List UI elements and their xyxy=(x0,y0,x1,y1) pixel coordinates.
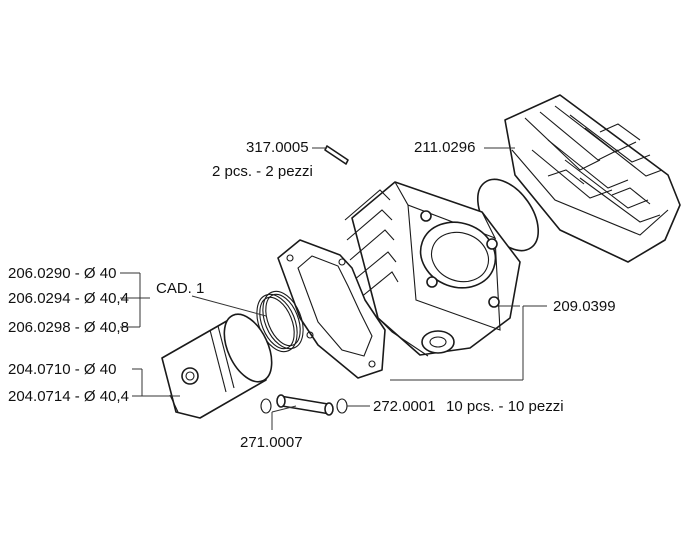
rings-206-code-3: 206.0298 - Ø 40,8 xyxy=(8,319,129,336)
pin-317-code: 317.0005 xyxy=(246,139,309,156)
clip-272-qty: 10 pcs. - 10 pezzi xyxy=(446,398,564,415)
rings-cad-label: CAD. 1 xyxy=(156,280,204,297)
rings-206-code-1: 206.0290 - Ø 40 xyxy=(8,265,116,282)
leader-lines xyxy=(120,147,547,430)
base-gasket-icon xyxy=(277,239,386,379)
piston-icon xyxy=(161,313,273,419)
clip-272-code: 272.0001 xyxy=(373,398,436,415)
wrist-pin-icon xyxy=(276,394,334,416)
cylinder-head-icon xyxy=(504,94,681,263)
piston-rings-icon xyxy=(256,290,304,353)
pin-317-qty: 2 pcs. - 2 pezzi xyxy=(212,163,313,180)
part-labels: 317.0005 2 pcs. - 2 pezzi 211.0296 206.0… xyxy=(8,139,616,451)
cylinder-209-code: 209.0399 xyxy=(553,298,616,315)
cylinder-icon xyxy=(344,181,521,357)
rings-206-code-2: 206.0294 - Ø 40,4 xyxy=(8,290,129,307)
piston-204-code-2: 204.0714 - Ø 40,4 xyxy=(8,388,129,405)
piston-204-code-1: 204.0710 - Ø 40 xyxy=(8,361,116,378)
wristpin-271-code: 271.0007 xyxy=(240,434,303,451)
dowel-pin-icon xyxy=(324,145,349,165)
head-211-code: 211.0296 xyxy=(414,139,475,156)
